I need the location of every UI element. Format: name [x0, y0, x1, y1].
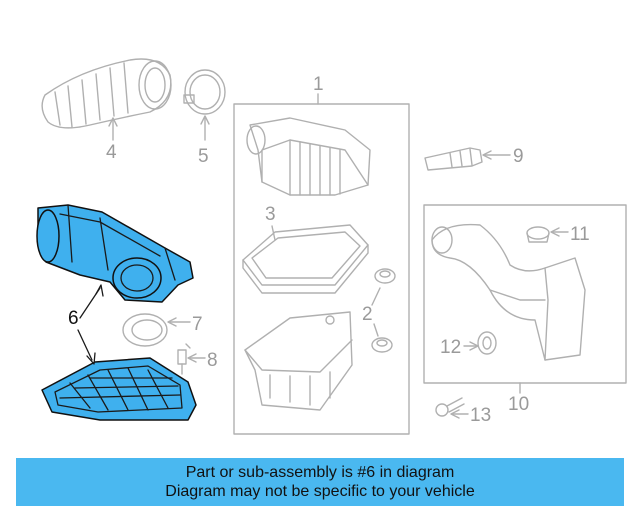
parts-diagram: 4 5 1 3 2 — [36, 58, 627, 435]
leader-2b — [373, 323, 379, 337]
arrow-13 — [450, 409, 460, 419]
callout-3: 3 — [265, 204, 276, 225]
assembly-box-10 — [423, 204, 627, 384]
part-7-seal — [122, 313, 168, 347]
arrow-8 — [187, 353, 197, 363]
part-9-sensor — [424, 147, 483, 171]
callout-2: 2 — [362, 304, 373, 325]
part-air-cleaner-cover — [246, 117, 371, 196]
arrow-9 — [482, 150, 492, 160]
info-banner: Part or sub-assembly is #6 in diagram Di… — [16, 458, 624, 506]
part-5-clamp — [183, 69, 226, 115]
callout-5: 5 — [198, 146, 209, 167]
arrow-5 — [200, 115, 210, 125]
leader-2a — [371, 287, 381, 306]
part-11-cap — [526, 226, 550, 243]
callout-7: 7 — [192, 314, 203, 335]
callout-12: 12 — [440, 337, 461, 358]
part-2-grommets — [371, 268, 396, 353]
arrow-6b — [86, 352, 96, 365]
part-4-intake-hose — [41, 58, 172, 129]
callout-1: 1 — [313, 74, 324, 95]
part-lower-housing — [244, 311, 353, 411]
callout-11: 11 — [570, 224, 590, 245]
part-12-grommet — [477, 331, 497, 355]
arrow-4 — [108, 117, 118, 127]
part-6-tray — [41, 357, 197, 421]
part-6-intake-duct — [36, 204, 194, 303]
callout-6: 6 — [68, 308, 79, 329]
leader-6b — [77, 329, 93, 361]
part-13-bolt — [435, 397, 465, 417]
assembly-box-1 — [233, 103, 410, 435]
arrow-11 — [550, 227, 560, 237]
callout-13: 13 — [470, 405, 491, 426]
callout-9: 9 — [513, 146, 524, 167]
callout-4: 4 — [106, 142, 117, 163]
callout-8: 8 — [207, 350, 218, 371]
banner-line-1: Part or sub-assembly is #6 in diagram — [185, 464, 455, 481]
arrow-6a — [95, 284, 104, 297]
arrow-7 — [167, 317, 177, 327]
part-8-fastener — [177, 343, 191, 375]
callout-10: 10 — [508, 394, 529, 415]
part-3-filter-element — [242, 224, 369, 294]
banner-line-2: Diagram may not be specific to your vehi… — [165, 483, 475, 500]
part-10-resonator-duct — [431, 223, 586, 361]
arrow-12 — [469, 341, 479, 351]
